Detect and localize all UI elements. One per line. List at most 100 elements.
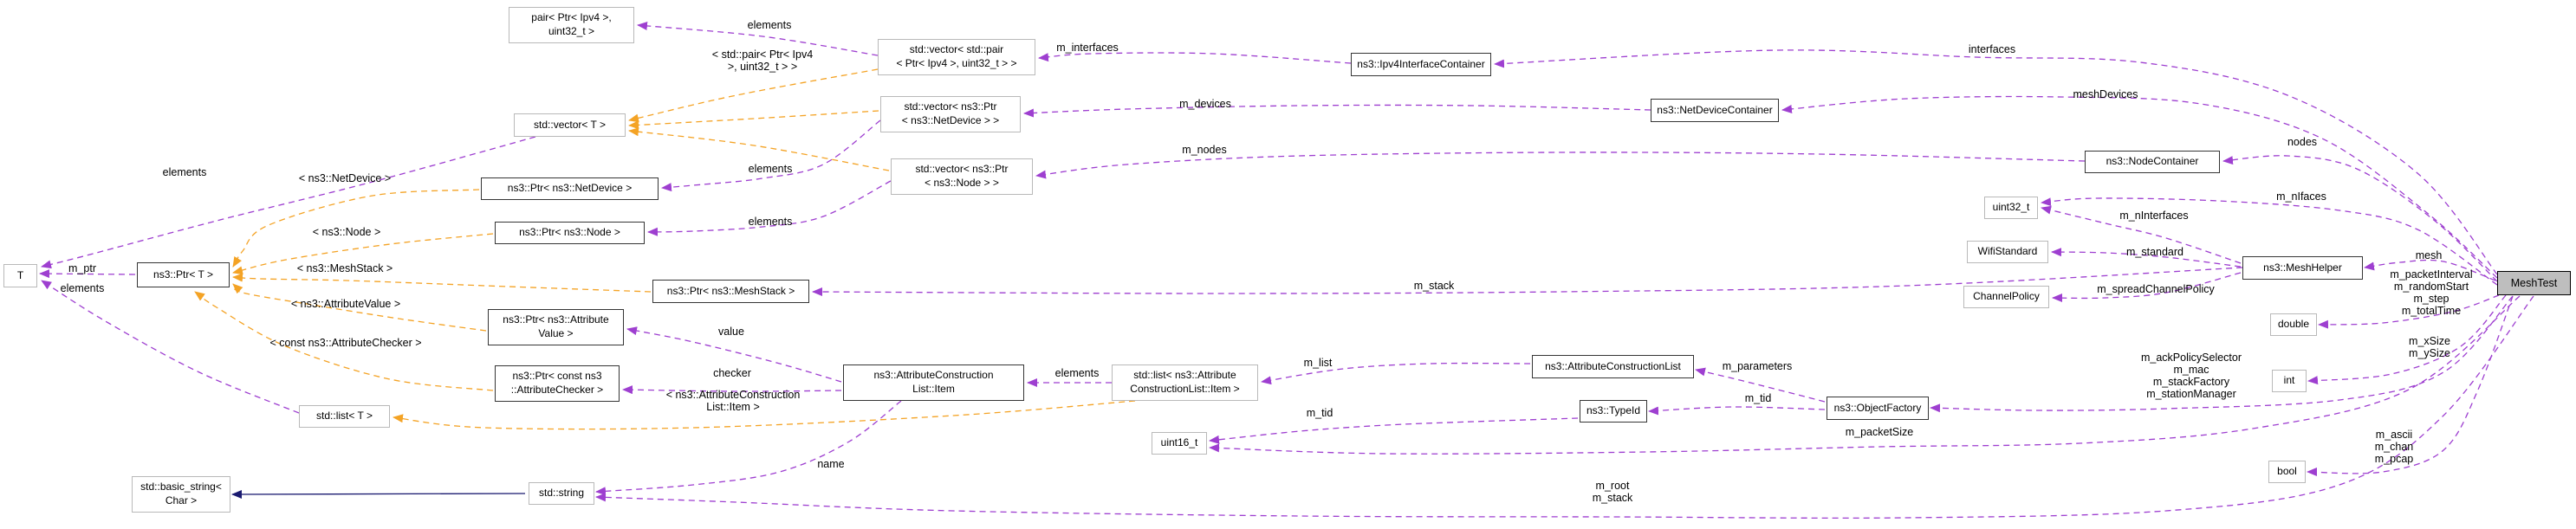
class-node-ptr-t[interactable]: ns3::Ptr< T > <box>137 262 230 287</box>
class-node-pair-ipv4[interactable]: pair< Ptr< Ipv4 >,uint32_t > <box>509 7 634 43</box>
class-node-label: ns3::MeshHelper <box>2263 261 2342 274</box>
class-node-label: double <box>2277 318 2310 331</box>
usage-edge <box>595 400 902 496</box>
class-node-label: < ns3::Node > > <box>925 177 999 189</box>
template-edge <box>628 127 890 171</box>
class-node-label: ns3::Ptr< ns3::MeshStack > <box>666 284 795 297</box>
usage-edge <box>1648 406 1826 416</box>
class-node-label: Value > <box>538 327 574 339</box>
class-node-label: std::vector< ns3::Ptr <box>915 163 1009 176</box>
usage-edge <box>41 136 536 269</box>
class-node-label: ns3::NetDeviceContainer <box>1657 103 1773 116</box>
class-node-label: WifiStandard <box>1977 245 2038 258</box>
class-node-meshtest[interactable]: MeshTest <box>2497 271 2571 295</box>
class-node-label: ChannelPolicy <box>1973 290 2040 303</box>
class-node-ptr-netdevice[interactable]: ns3::Ptr< ns3::NetDevice > <box>481 177 659 200</box>
class-node-label: std::vector< ns3::Ptr <box>904 100 997 113</box>
class-node-label: ns3::AttributeConstruction <box>873 369 994 382</box>
class-node-vec-netdevice[interactable]: std::vector< ns3::Ptr< ns3::NetDevice > … <box>880 96 1021 132</box>
class-node-label: ns3::Ptr< const ns3 <box>512 370 602 383</box>
class-node-label: std::string <box>538 487 585 500</box>
usage-edge <box>41 280 300 414</box>
usage-edge <box>661 119 881 192</box>
class-node-label: ns3::ObjectFactory <box>1833 401 1922 414</box>
class-node-label: < ns3::NetDevice > > <box>901 114 1000 126</box>
usage-edge <box>2041 197 2498 286</box>
class-node-uint16-t[interactable]: uint16_t <box>1152 432 1207 455</box>
class-node-label: std::list< T > <box>316 410 373 423</box>
class-node-t[interactable]: T <box>3 264 37 287</box>
usage-edge <box>647 180 892 236</box>
class-node-label: ns3::Ptr< ns3::Attribute <box>503 313 609 326</box>
class-node-mesh-helper[interactable]: ns3::MeshHelper <box>2242 256 2363 280</box>
class-node-list-t[interactable]: std::list< T > <box>299 405 390 428</box>
class-node-label: ns3::AttributeConstructionList <box>1545 359 1681 372</box>
class-node-label: Char > <box>165 494 198 506</box>
class-node-label: < Ptr< Ipv4 >, uint32_t > > <box>896 57 1017 69</box>
usage-edge <box>622 385 842 395</box>
template-edge <box>628 110 879 130</box>
class-node-ptr-attribute-checker[interactable]: ns3::Ptr< const ns3::AttributeChecker > <box>495 365 620 402</box>
class-node-vec-t[interactable]: std::vector< T > <box>514 113 626 137</box>
usage-edge <box>637 22 879 56</box>
class-node-label: ns3::TypeId <box>1586 404 1641 417</box>
usage-edge <box>595 295 2534 519</box>
class-node-label: bool <box>2277 465 2297 478</box>
class-node-label: std::basic_string< <box>140 481 222 494</box>
usage-edge <box>1695 367 1826 403</box>
class-node-label: ns3::Ptr< ns3::Node > <box>519 226 620 239</box>
class-node-node-container[interactable]: ns3::NodeContainer <box>2085 151 2220 173</box>
usage-edge <box>2041 205 2242 264</box>
template-edge <box>232 283 487 332</box>
class-node-label: List::Item <box>912 383 955 395</box>
template-edge <box>393 400 1136 430</box>
class-node-label: ns3::Ptr< ns3::NetDevice > <box>507 182 633 195</box>
class-node-ptr-node[interactable]: ns3::Ptr< ns3::Node > <box>495 222 645 244</box>
usage-edge <box>2318 294 2500 329</box>
class-node-label: ::AttributeChecker > <box>510 384 604 396</box>
class-node-channel-policy[interactable]: ChannelPolicy <box>1963 286 2049 308</box>
class-node-typeid[interactable]: ns3::TypeId <box>1580 400 1647 423</box>
class-node-basic-string[interactable]: std::basic_string<Char > <box>132 476 230 513</box>
class-node-ptr-meshstack[interactable]: ns3::Ptr< ns3::MeshStack > <box>652 280 809 303</box>
usage-edge <box>2222 155 2498 282</box>
class-node-vec-pair[interactable]: std::vector< std::pair< Ptr< Ipv4 >, uin… <box>878 39 1035 75</box>
class-node-label: uint32_t > <box>548 25 595 37</box>
usage-edge <box>1023 104 1651 118</box>
class-node-uint32-t[interactable]: uint32_t <box>1984 197 2038 219</box>
class-node-label: MeshTest <box>2510 276 2558 289</box>
class-node-label: uint32_t <box>1992 201 2030 214</box>
template-edge <box>232 189 480 268</box>
class-node-wifi-standard[interactable]: WifiStandard <box>1967 241 2048 263</box>
usage-edge <box>2051 248 2242 268</box>
class-node-bool[interactable]: bool <box>2268 461 2306 483</box>
usage-edge <box>1038 52 1352 64</box>
class-node-label: ns3::Ptr< T > <box>153 268 213 281</box>
usage-edge <box>1209 417 1579 444</box>
class-node-label: std::vector< T > <box>534 118 606 131</box>
usage-edge <box>1494 49 2498 275</box>
class-node-label: uint16_t <box>1160 436 1198 449</box>
class-node-label: T <box>16 268 24 281</box>
class-node-ipv4-interface-container[interactable]: ns3::Ipv4InterfaceContainer <box>1351 53 1491 76</box>
class-node-int[interactable]: int <box>2272 370 2307 392</box>
class-node-object-factory[interactable]: ns3::ObjectFactory <box>1827 397 1929 420</box>
class-node-label: ns3::Ipv4InterfaceContainer <box>1357 57 1485 70</box>
class-node-vec-node[interactable]: std::vector< ns3::Ptr< ns3::Node > > <box>891 158 1033 195</box>
template-edge <box>194 291 494 391</box>
class-node-attribute-construction-list[interactable]: ns3::AttributeConstructionList <box>1532 355 1694 378</box>
class-node-double[interactable]: double <box>2270 313 2317 336</box>
class-node-label: int <box>2283 374 2295 387</box>
usage-edge <box>2364 259 2496 281</box>
class-node-string[interactable]: std::string <box>529 482 594 505</box>
usage-edge <box>812 267 2243 297</box>
class-node-netdevice-container[interactable]: ns3::NetDeviceContainer <box>1651 99 1779 122</box>
class-node-label: std::vector< std::pair <box>909 43 1004 56</box>
usage-edge <box>1261 362 1531 385</box>
usage-edge <box>2307 295 2514 477</box>
